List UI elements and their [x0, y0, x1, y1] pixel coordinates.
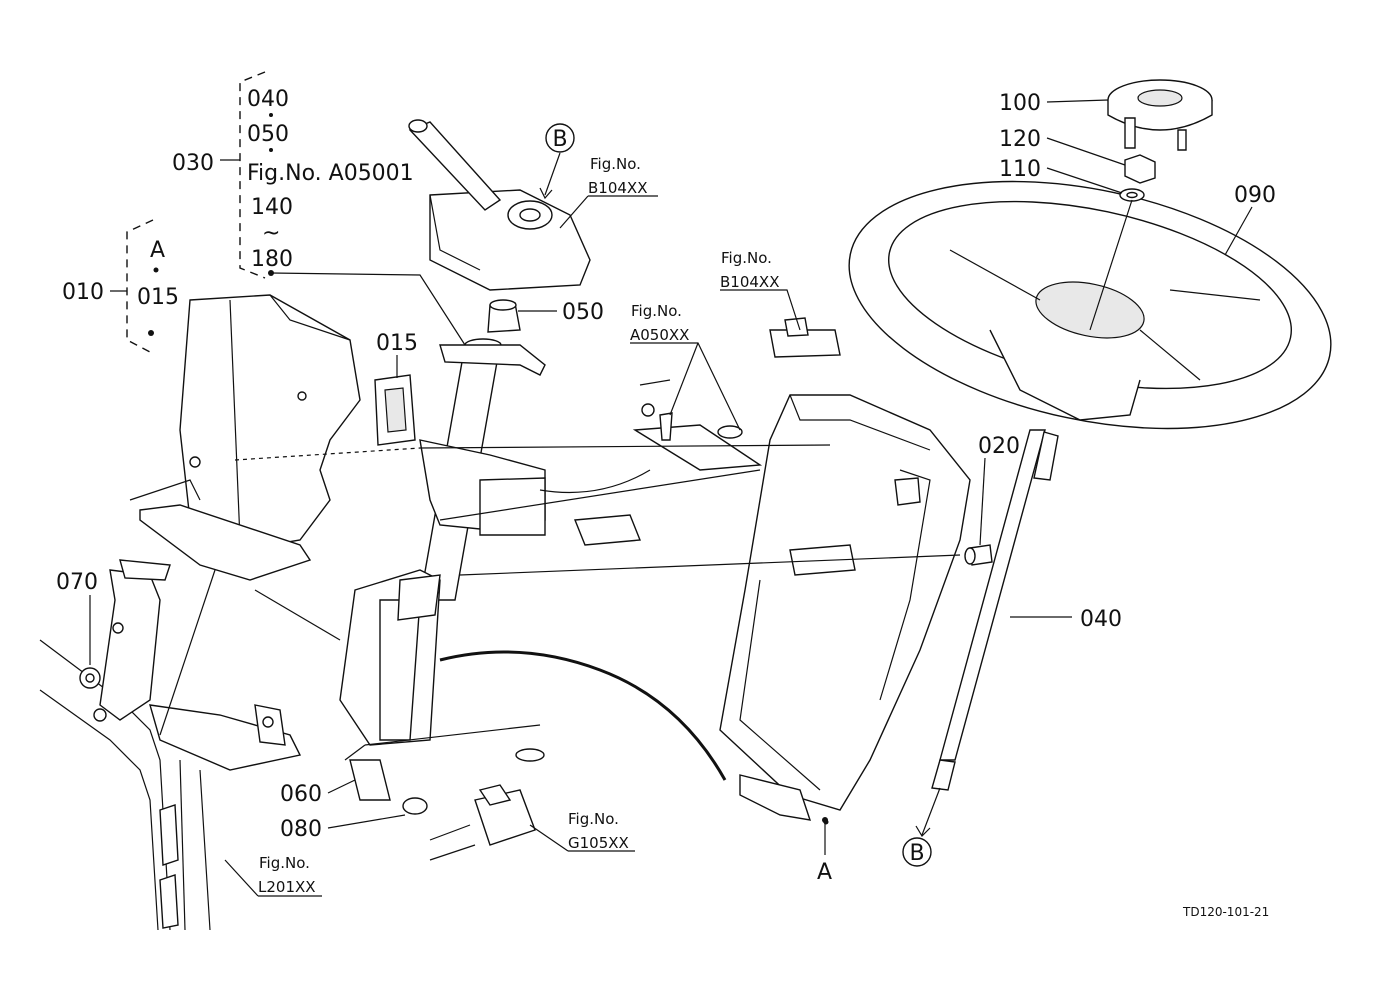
- label-100: 100: [999, 91, 1041, 116]
- figref-b104-top-line2: B104XX: [588, 179, 647, 197]
- part-110-washer: [1119, 188, 1145, 202]
- universal-joint: [429, 748, 545, 861]
- part-015-pad: [374, 374, 416, 446]
- label-015-group: 015: [137, 285, 179, 310]
- drawing-code: TD120-101-21: [1182, 905, 1269, 919]
- reference-dots: [148, 113, 829, 825]
- label-030: 030: [172, 151, 214, 176]
- figref-l201-line1: Fig.No.: [259, 854, 310, 872]
- cable: [439, 650, 727, 781]
- label-140: 140: [251, 195, 293, 220]
- label-015-pad: 015: [376, 331, 418, 356]
- figref-g105-line2: G105XX: [568, 834, 629, 852]
- callout-b-top: B: [545, 123, 575, 153]
- figref-g105-line1: Fig.No.: [568, 810, 619, 828]
- steering-shaft: [931, 429, 1059, 791]
- steering-wheel: [848, 180, 1332, 430]
- label-060: 060: [280, 782, 322, 807]
- label-110: 110: [999, 157, 1041, 182]
- label-tilde: ~: [262, 221, 280, 246]
- label-090: 090: [1234, 183, 1276, 208]
- right-cover: [719, 317, 971, 821]
- label-a-cover: A: [817, 860, 832, 885]
- figref-b104-top-line1: Fig.No.: [590, 155, 641, 173]
- frame-bracket: [39, 559, 302, 931]
- label-040-shaft: 040: [1080, 607, 1122, 632]
- label-120: 120: [999, 127, 1041, 152]
- label-050-bushing: 050: [562, 300, 604, 325]
- leader-lines: [89, 71, 1253, 897]
- part-020-bushing: [964, 544, 993, 566]
- figref-a050-line2: A050XX: [630, 326, 689, 344]
- figref-b104-mid-line1: Fig.No.: [721, 249, 772, 267]
- figref-a050-line1: Fig.No.: [631, 302, 682, 320]
- label-070: 070: [56, 570, 98, 595]
- label-010: 010: [62, 280, 104, 305]
- label-040-group: 040: [247, 87, 289, 112]
- figref-l201-line2: L201XX: [258, 878, 316, 896]
- label-050-group: 050: [247, 122, 289, 147]
- label-080: 080: [280, 817, 322, 842]
- label-a-group: A: [150, 238, 165, 263]
- horn-pad: [1107, 79, 1213, 151]
- lever-bracket: [574, 379, 763, 546]
- label-020: 020: [978, 434, 1020, 459]
- figref-a05001: Fig.No. A05001: [247, 161, 414, 186]
- label-180: 180: [251, 247, 293, 272]
- callout-b-bottom-letter: B: [909, 841, 924, 866]
- steering-column: [339, 338, 546, 815]
- part-120-nut: [1124, 154, 1156, 184]
- left-cover: [129, 294, 361, 581]
- callout-b-top-letter: B: [552, 127, 567, 152]
- callout-b-bottom: B: [902, 837, 932, 867]
- combination-switch: [408, 119, 591, 333]
- figref-b104-mid-line2: B104XX: [720, 273, 779, 291]
